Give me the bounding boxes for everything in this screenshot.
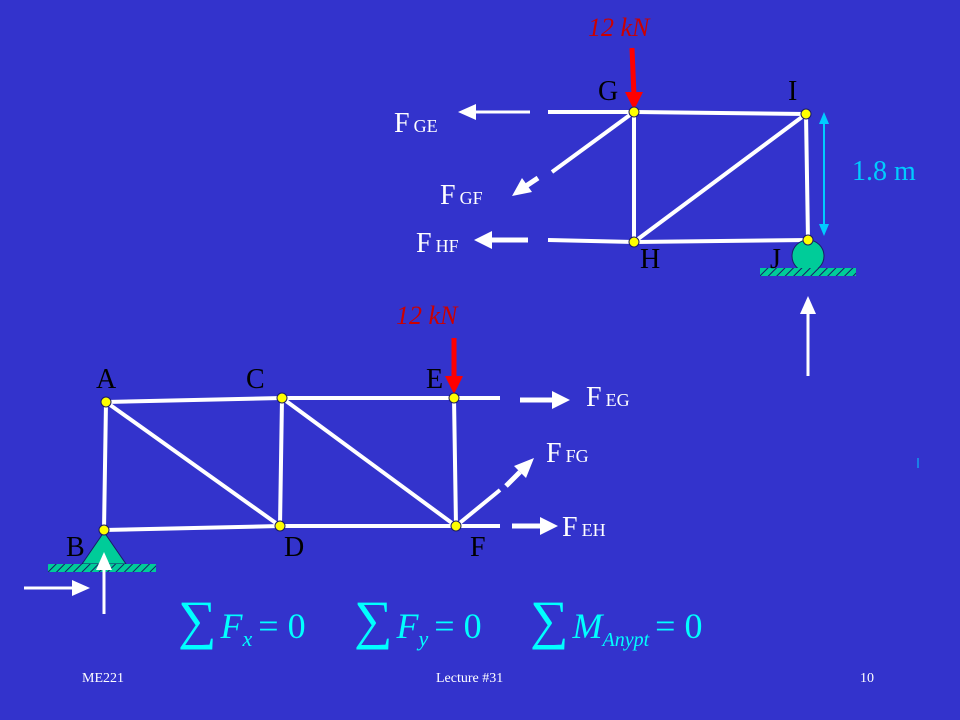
top-dimension <box>819 112 829 236</box>
arrow-FEG <box>520 391 570 409</box>
member-BD <box>102 524 282 532</box>
reaction-B-horizontal <box>24 580 90 596</box>
joint-J <box>802 234 814 246</box>
footer-course: ME221 <box>82 671 124 686</box>
bottom-truss <box>102 396 458 532</box>
top-load-arrowhead <box>625 92 643 110</box>
top-joints <box>628 106 814 248</box>
member-CD <box>278 396 284 528</box>
label-D: D <box>284 532 304 563</box>
bottom-cut-members <box>454 396 502 528</box>
arrow-FGE <box>458 104 530 120</box>
label-B: B <box>66 532 85 563</box>
label-A: A <box>96 364 117 395</box>
equation-sum-fx: ∑Fx= 0 <box>178 590 306 651</box>
bottom-joints <box>98 392 462 536</box>
member-AD <box>104 400 282 528</box>
top-dimension-label: 1.8 m <box>852 156 916 187</box>
arrow-FHF <box>474 231 528 249</box>
member-IJ <box>804 112 810 242</box>
footer-lecture: Lecture #31 <box>436 671 503 686</box>
joint-G <box>628 106 640 118</box>
label-E: E <box>426 364 443 395</box>
joint-C <box>276 392 288 404</box>
equation-sum-m: ∑MAnypt= 0 <box>530 590 702 651</box>
label-F: F <box>470 532 486 563</box>
stub-HF <box>547 238 635 244</box>
reaction-B-vertical <box>96 552 112 614</box>
top-cut-members <box>547 110 636 244</box>
equations: ∑Fx= 0 ∑Fy= 0 ∑MAnypt= 0 <box>178 590 702 651</box>
joint-F <box>450 520 462 532</box>
label-J: J <box>770 244 781 275</box>
bottom-force-arrows <box>504 391 570 535</box>
stub-FG <box>454 488 502 528</box>
joint-D <box>274 520 286 532</box>
top-load-label: 12 kN <box>588 13 651 42</box>
member-GI <box>632 110 808 116</box>
stub-GF <box>550 110 636 174</box>
footer-page: 10 <box>860 671 874 686</box>
label-C: C <box>246 364 265 395</box>
member-HJ <box>632 238 810 244</box>
member-CF <box>280 396 458 528</box>
member-AC <box>104 396 284 404</box>
arrow-FGF <box>512 175 540 196</box>
joint-E <box>448 392 460 404</box>
arrow-FFG <box>504 458 534 488</box>
joint-B <box>98 524 110 536</box>
footer: ME221 Lecture #31 10 <box>82 671 874 686</box>
joint-I <box>800 108 812 120</box>
member-AB <box>102 400 108 532</box>
member-EF <box>452 396 458 528</box>
top-load: 12 kN <box>588 13 651 110</box>
reaction-J <box>800 296 816 376</box>
bottom-load-arrowhead <box>445 376 463 394</box>
reactions-B <box>24 552 112 614</box>
equation-sum-fy: ∑Fy= 0 <box>354 590 482 651</box>
joint-A <box>100 396 112 408</box>
bottom-load-label: 12 kN <box>396 301 459 330</box>
label-G: G <box>598 76 618 107</box>
label-I: I <box>788 76 797 107</box>
joint-H <box>628 236 640 248</box>
bottom-joint-labels: A C E B D F <box>66 364 486 563</box>
arrow-FEH <box>512 517 558 535</box>
top-truss <box>632 110 810 244</box>
label-H: H <box>640 244 660 275</box>
top-joint-labels: G I H J <box>598 76 797 275</box>
bottom-load: 12 kN <box>396 301 463 394</box>
top-force-arrows <box>458 104 540 249</box>
member-HI <box>632 112 808 244</box>
